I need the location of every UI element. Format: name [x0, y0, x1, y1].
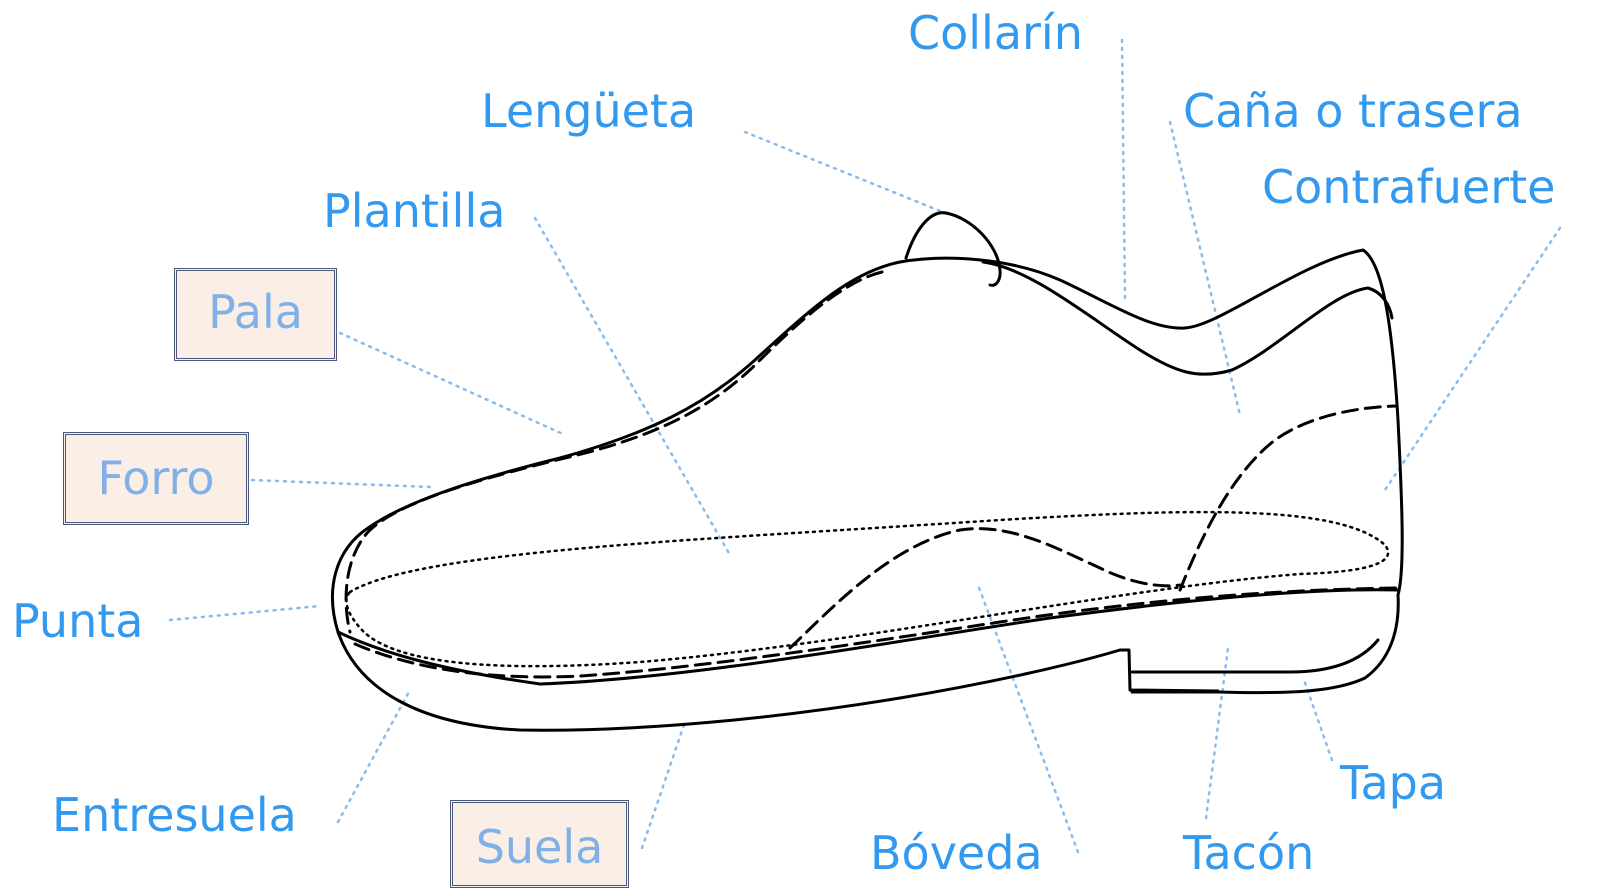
label-pala: Pala	[208, 285, 303, 339]
leader-contrafuerte	[1383, 226, 1562, 492]
label-plantilla: Plantilla	[323, 184, 506, 238]
lasting-margin-line	[353, 586, 1398, 679]
arch-line	[788, 527, 1182, 650]
label-collarin: Collarín	[908, 6, 1083, 60]
label-contrafuerte: Contrafuerte	[1262, 160, 1556, 214]
heel-back	[1130, 593, 1400, 695]
lining-line	[344, 270, 884, 634]
pala-box: Pala	[174, 268, 337, 361]
leader-forro	[250, 478, 432, 489]
label-tapa: Tapa	[1340, 756, 1447, 810]
tongue-outline	[904, 211, 1002, 287]
label-forro: Forro	[97, 451, 215, 505]
leader-tapa	[1302, 678, 1334, 762]
leader-pala	[338, 331, 567, 437]
leader-suela	[640, 720, 687, 850]
outsole-outline	[336, 630, 1122, 732]
leader-collarin	[1120, 38, 1127, 302]
shoe-upper-outline	[331, 248, 1404, 634]
collar-inner-line	[981, 260, 1394, 376]
label-cana: Caña o trasera	[1183, 84, 1523, 138]
label-punta: Punta	[12, 594, 144, 648]
leader-plantilla	[533, 216, 732, 557]
welt-line	[336, 588, 1400, 686]
leader-tacon	[1204, 646, 1230, 820]
label-entresuela: Entresuela	[52, 788, 297, 842]
label-boveda: Bóveda	[870, 826, 1043, 880]
leader-boveda	[976, 583, 1080, 854]
label-lengueta: Lengüeta	[481, 84, 697, 138]
leader-entresuela	[336, 688, 412, 824]
leader-punta	[168, 604, 322, 622]
insole-outline	[345, 510, 1390, 668]
label-suela: Suela	[475, 820, 604, 874]
counter-line	[1178, 404, 1398, 592]
top-lift-line	[1130, 638, 1380, 674]
suela-box: Suela	[450, 800, 629, 888]
forro-box: Forro	[63, 432, 249, 525]
label-tacon: Tacón	[1183, 826, 1315, 880]
leader-lengueta	[743, 130, 952, 217]
leader-cana	[1168, 120, 1242, 417]
